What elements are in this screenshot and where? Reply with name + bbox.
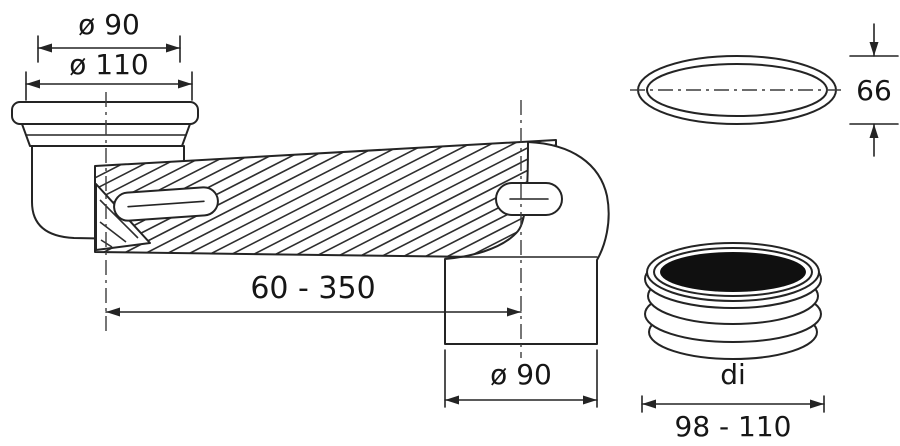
dim-label-socket-inner: ø 90 [78,8,140,41]
seal-gasket [644,242,822,360]
socket-flange [11,101,199,125]
seal-core [660,252,806,292]
dim-label-oval-height: 66 [856,74,892,107]
dim-socket-inner: ø 90 [37,8,181,63]
dim-label-seal-range: 98 - 110 [675,410,792,443]
arrowhead-right [166,43,180,53]
dim-outlet-dia: ø 90 [444,349,598,408]
dim-seal: di 98 - 110 [641,358,825,443]
arrowhead-left [26,79,40,89]
seal-top-rim [653,247,813,297]
arrowhead-down [869,42,879,56]
dim-label-length-range: 60 - 350 [250,271,375,306]
arrowhead-left [642,399,656,409]
dim-oval-height: 66 [849,23,899,157]
arrowhead-left [38,43,52,53]
outlet-elbow [444,141,610,345]
arrowhead-right [178,79,192,89]
slot-left-midline [127,200,205,208]
arrowhead-right [810,399,824,409]
arrowhead-left [106,307,120,317]
adjustment-slot-left [113,186,219,222]
arrowhead-up [869,124,879,138]
dim-socket-outer: ø 110 [25,48,193,101]
arrowhead-left [445,395,459,405]
adjustment-slot-right [495,182,563,216]
dim-label-seal: di [720,358,746,391]
dim-label-outlet-dia: ø 90 [490,358,552,391]
dim-length-range: 60 - 350 [105,271,522,317]
dim-label-socket-outer: ø 110 [69,48,148,81]
arrowhead-right [507,307,521,317]
arrowhead-right [583,395,597,405]
socket-rim [11,101,199,147]
